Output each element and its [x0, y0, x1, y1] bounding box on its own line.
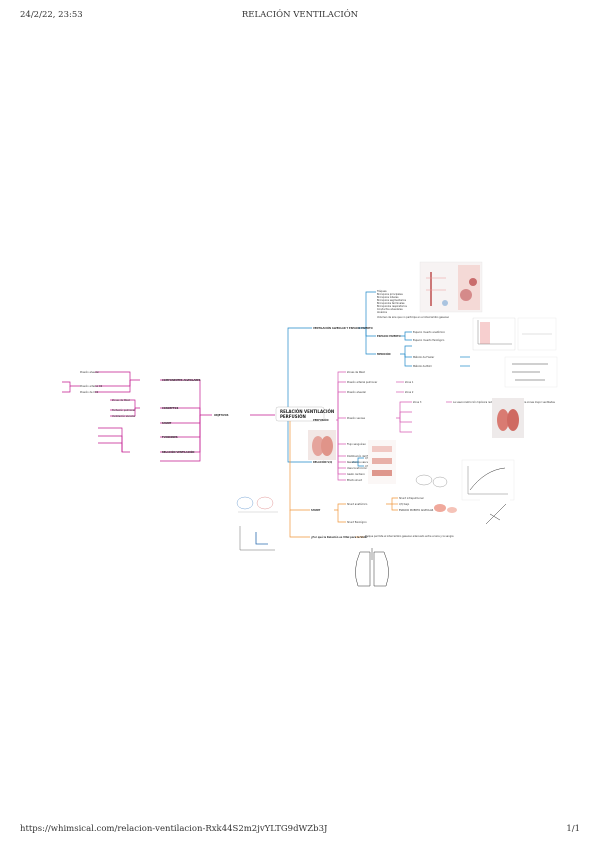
- node-funciones[interactable]: FUNCIONES: [162, 436, 178, 439]
- esp-item-1: Espacio muerto anatómico: [413, 331, 446, 334]
- airway-item-1: Tráquea: [377, 290, 387, 293]
- vq-item-3: V/Q bajo: [399, 503, 410, 506]
- node-perfusion[interactable]: PERFUSIÓN: [313, 419, 328, 422]
- node-relacion-vq[interactable]: RELACIÓN V/Q: [313, 461, 332, 464]
- conc-item-3: Ventilación alveolar: [112, 415, 135, 418]
- node-components[interactable]: COMPONENTES ALVEOLARES: [162, 379, 201, 382]
- med-item-2: Método de Bohr: [413, 365, 432, 368]
- shunt-item-2: Shunt fisiológico: [347, 521, 367, 524]
- airway-item-3: Bronquios lobares: [377, 296, 399, 299]
- top-branch: VENTILACIÓN ALVEOLAR Y ESPACIO MUERTO Tr…: [313, 290, 450, 368]
- airway-item-5: Bronquiolos terminales: [377, 302, 405, 305]
- node-shunt[interactable]: SHUNT: [311, 509, 321, 512]
- vq-graph-image: [461, 459, 515, 501]
- left-branch: OBJETIVOS COMPONENTES ALVEOLARES CONCEPT…: [80, 371, 229, 454]
- perf-item-5: Flujo sanguíneo: [347, 443, 366, 446]
- espacio-vq: ESPACIO MUERTO ALVEOLAR: [399, 509, 434, 512]
- airway-diagram-image: [419, 261, 483, 313]
- comp-item-1: Presión alveolar: [80, 371, 99, 374]
- perf-item-8: Vasoconstricción hipóxica: [347, 467, 378, 470]
- node-ventilacion-alveolar[interactable]: VENTILACIÓN ALVEOLAR Y ESPACIO MUERTO: [313, 327, 373, 330]
- perf-item-1: Zonas de West: [347, 371, 365, 374]
- answer-line: Porque permite el intercambio gaseoso ad…: [365, 535, 454, 538]
- center-title-line2: PERFUSIÓN: [280, 414, 306, 419]
- print-title: RELACIÓN VENTILACIÓN: [241, 10, 359, 20]
- fowler-graph-image: [472, 317, 557, 351]
- airway-item-8: Alvéolos: [377, 311, 388, 314]
- graph-left-image: [235, 522, 279, 554]
- perfusion-diagram-image: [368, 440, 396, 484]
- conc-item-1: Zonas de West: [112, 399, 130, 402]
- airway-item-4: Bronquios segmentarios: [377, 299, 407, 302]
- perf-item-10: Efecto shunt: [347, 479, 362, 482]
- airway-note: Volumen de aire que no participa en el i…: [377, 316, 450, 319]
- perf-item-2: Presión arterial pulmonar: [347, 381, 377, 384]
- shunt-item-3: Shunt intrapulmonar: [399, 497, 424, 500]
- node-relacion-left[interactable]: RELACIÓN VENTILACIÓN: [162, 451, 194, 454]
- node-medicion[interactable]: MEDICIÓN: [377, 353, 391, 356]
- node-espacio-muerto[interactable]: ESPACIO MUERTO: [377, 335, 401, 338]
- print-date: 24/2/22, 23:53: [20, 10, 83, 20]
- perf-item-4: Presión venosa: [347, 417, 366, 420]
- connectors: [62, 291, 470, 538]
- alveolus-diagram-left: [232, 490, 282, 516]
- center-title-line1: RELACIÓN VENTILACIÓN: [280, 409, 334, 414]
- perf-item-9: Gasto cardiaco: [347, 473, 365, 476]
- node-conceptos[interactable]: CONCEPTOS: [162, 407, 179, 410]
- node-question[interactable]: ¿Por qué la Relación es Vital para la Vi…: [311, 536, 368, 539]
- comp-item-2: Presión arterial O2: [80, 385, 103, 388]
- lung-zone-thumbnail: [308, 430, 336, 460]
- airway-item-7: Conductos alveolares: [377, 308, 403, 311]
- comp-item-3: Presión de CO2: [80, 391, 99, 394]
- shunt-item-1: Shunt anatómico: [347, 503, 368, 506]
- conc-item-2: Perfusión pulmonar: [112, 409, 135, 412]
- shunt-schematic-image: [480, 498, 510, 528]
- perf-item-7: Resistencia vascular: [347, 461, 371, 464]
- node-objetivos[interactable]: OBJETIVOS: [214, 414, 229, 417]
- lung-outline-image: [346, 545, 398, 591]
- perf-sub-1: Zona 1: [405, 381, 414, 384]
- image-thumbnails: [232, 261, 558, 591]
- esp-item-2: Espacio muerto fisiológico: [413, 339, 445, 342]
- airway-item-2: Bronquios principales: [377, 293, 403, 296]
- bohr-equation-image: [504, 356, 558, 388]
- vq-alveolus-image: [413, 470, 453, 492]
- print-url: https://whimsical.com/relacion-ventilaci…: [20, 824, 328, 834]
- perf-item-6: Distribución del flujo: [347, 455, 372, 458]
- print-page-number: 1/1: [566, 824, 580, 834]
- perf-item-3: Presión alveolar: [347, 391, 366, 394]
- med-item-1: Método de Fowler: [413, 356, 434, 359]
- center-node[interactable]: RELACIÓN VENTILACIÓN PERFUSIÓN: [275, 406, 334, 422]
- node-shunt-left[interactable]: SHUNT: [162, 422, 172, 425]
- shunt-alveoli-image: [434, 504, 457, 513]
- perf-sub-2: Zona 2: [405, 391, 414, 394]
- airway-item-6: Bronquiolos respiratorios: [377, 305, 408, 308]
- perf-sub-3: Zona 3: [413, 401, 422, 404]
- lung-photo-image: [492, 398, 524, 438]
